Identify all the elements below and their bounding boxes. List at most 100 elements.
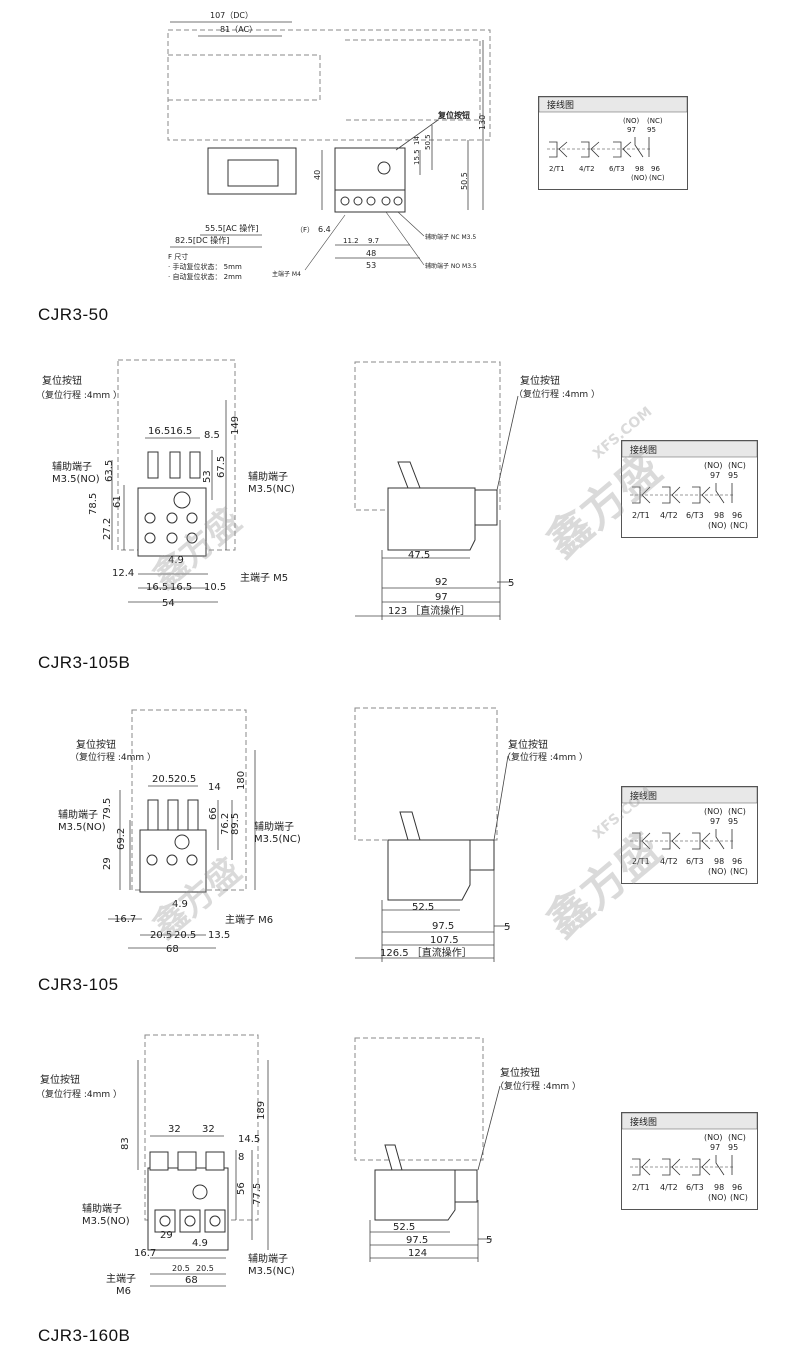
wiring-nc-bottom: (NC) bbox=[649, 174, 665, 182]
wiring-95: 95 bbox=[728, 817, 738, 826]
side-dim-52-5: 52.5 bbox=[393, 1222, 415, 1233]
side-dim-97-5: 97.5 bbox=[406, 1235, 428, 1246]
wiring-no-bottom: (NO) bbox=[631, 174, 647, 182]
main-terminal-spec: M6 bbox=[116, 1286, 131, 1297]
dim-83: 83 bbox=[120, 1137, 131, 1150]
side-reset-stroke: （复位行程 :4mm ） bbox=[502, 751, 588, 763]
wiring-t3: 6/T3 bbox=[686, 1183, 704, 1192]
side-reset-button: 复位按钮 bbox=[520, 374, 560, 387]
wiring-nc-top: (NC) bbox=[728, 461, 746, 470]
wiring-97: 97 bbox=[710, 817, 720, 826]
wiring-nc-top: (NC) bbox=[728, 1133, 746, 1142]
aux-no-label: 辅助端子 NO M3.5 bbox=[425, 262, 477, 270]
side-dim-97: 97 bbox=[435, 592, 448, 603]
dim-16-5b: 16.5 bbox=[170, 426, 192, 437]
wiring-t1: 2/T1 bbox=[632, 857, 650, 866]
side-dim-5: 5 bbox=[486, 1235, 492, 1246]
wiring-nc-bottom: (NC) bbox=[730, 867, 748, 876]
side-dc-op: 126.5 ［直流操作］ bbox=[380, 946, 472, 959]
wiring-title: 接线图 bbox=[630, 444, 657, 456]
dim-12-4: 12.4 bbox=[112, 568, 134, 579]
side-reset-stroke: （复位行程 :4mm ） bbox=[495, 1080, 581, 1092]
wiring-95: 95 bbox=[647, 126, 656, 134]
main-terminal-label: 主端子 M4 bbox=[272, 270, 301, 278]
dim-68: 68 bbox=[185, 1275, 198, 1286]
dim-14: 14 bbox=[208, 782, 221, 793]
dim-77-5: 77.5 bbox=[252, 1183, 263, 1205]
dim-40: 40 bbox=[313, 170, 322, 180]
f-size-title: F 尺寸 bbox=[168, 252, 188, 261]
dim-20-5b: 20.5 bbox=[196, 1264, 214, 1273]
wiring-98: 98 bbox=[714, 511, 724, 520]
wiring-no-top: (NO) bbox=[704, 807, 723, 816]
wiring-nc-top: (NC) bbox=[647, 117, 663, 125]
dim-10-5: 10.5 bbox=[204, 582, 226, 593]
wiring-nc-bottom: (NC) bbox=[730, 521, 748, 530]
dim-4-9: 4.9 bbox=[192, 1238, 208, 1249]
wiring-no-bottom: (NO) bbox=[708, 867, 727, 876]
wiring-98: 98 bbox=[635, 165, 644, 173]
dim-66: 66 bbox=[208, 807, 219, 820]
wiring-t1: 2/T1 bbox=[549, 165, 565, 173]
dim-16-5a: 16.5 bbox=[148, 426, 170, 437]
side-dim-97-5: 97.5 bbox=[432, 921, 454, 932]
reset-stroke: （复位行程 :4mm ） bbox=[36, 389, 122, 401]
main-terminal: 主端子 M6 bbox=[225, 913, 273, 926]
wiring-t1: 2/T1 bbox=[632, 511, 650, 520]
wiring-box-2: 接线图 (NO) (NC) 97 95 2/T1 4/T2 6/T3 98 96… bbox=[621, 440, 758, 538]
dim-67-5: 67.5 bbox=[216, 456, 227, 478]
wiring-no-top: (NO) bbox=[704, 1133, 723, 1142]
cjr3-50-front-drawing: 107（DC） 81（AC） 55.5[AC 操作] 82.5[DC 操作] （… bbox=[167, 11, 491, 281]
wiring-box-1: 接线图 (NO) (NC) 97 95 2/T1 4/T2 6/T3 98 96… bbox=[538, 96, 688, 190]
wiring-title: 接线图 bbox=[630, 1116, 657, 1128]
dim-63-5: 63.5 bbox=[104, 460, 115, 482]
dim-149: 149 bbox=[230, 416, 241, 435]
wiring-t2: 4/T2 bbox=[660, 511, 678, 520]
wiring-no-top: (NO) bbox=[704, 461, 723, 470]
dim-32a: 32 bbox=[168, 1124, 181, 1135]
dim-107-dc: 107（DC） bbox=[210, 11, 253, 20]
dim-54: 54 bbox=[162, 598, 175, 609]
dim-29: 29 bbox=[102, 857, 113, 870]
dim-130: 130 bbox=[478, 115, 487, 130]
cjr3-160b-side-drawing: 复位按钮 （复位行程 :4mm ） 52.5 97.5 5 124 bbox=[354, 1037, 581, 1262]
reset-button-label: 复位按钮 bbox=[437, 110, 470, 120]
side-reset-button: 复位按钮 bbox=[508, 738, 548, 751]
wiring-t2: 4/T2 bbox=[579, 165, 595, 173]
dim-20-5c: 20.5 bbox=[150, 930, 172, 941]
cjr3-105b-side-drawing: 复位按钮 （复位行程 :4mm ） 47.5 92 5 97 123 ［直流操作… bbox=[354, 361, 600, 620]
section-cjr3-105b: 复位按钮 （复位行程 :4mm ） 辅助端子 M3.5(NO) 辅助端子 M3.… bbox=[0, 340, 790, 680]
aux-right: 辅助端子 bbox=[254, 820, 294, 833]
dim-dc-op: 82.5[DC 操作] bbox=[175, 235, 229, 245]
f-manual: · 手动复位状态： 5mm bbox=[168, 262, 242, 271]
wiring-box-4: 接线图 (NO) (NC) 97 95 2/T1 4/T2 6/T3 98 96… bbox=[621, 1112, 758, 1210]
dim-20-5a: 20.5 bbox=[172, 1264, 190, 1273]
aux-right: 辅助端子 bbox=[248, 470, 288, 483]
dim-20-5a: 20.5 bbox=[152, 774, 174, 785]
dim-f: （F） bbox=[296, 226, 314, 234]
wiring-95: 95 bbox=[728, 471, 738, 480]
dim-20-5b: 20.5 bbox=[174, 774, 196, 785]
dim-76-2: 76.2 bbox=[220, 813, 231, 835]
wiring-t3: 6/T3 bbox=[686, 857, 704, 866]
reset-button: 复位按钮 bbox=[40, 1073, 80, 1086]
wiring-97: 97 bbox=[710, 471, 720, 480]
aux-left: 辅助端子 bbox=[58, 808, 98, 821]
dim-81-ac: 81（AC） bbox=[220, 25, 257, 34]
dim-48: 48 bbox=[366, 249, 376, 258]
section-cjr3-160b: 复位按钮 （复位行程 :4mm ） 辅助端子 M3.5(NO) 辅助端子 M3.… bbox=[0, 1020, 790, 1359]
dim-14-5: 14.5 bbox=[238, 1134, 260, 1145]
side-dim-52-5: 52.5 bbox=[412, 902, 434, 913]
aux-left: 辅助端子 bbox=[52, 460, 92, 473]
dim-4-9: 4.9 bbox=[172, 899, 188, 910]
aux-left-spec: M3.5(NO) bbox=[58, 822, 106, 833]
side-reset-stroke: （复位行程 :4mm ） bbox=[514, 388, 600, 400]
side-dim-124: 124 bbox=[408, 1248, 427, 1259]
dim-89-5: 89.5 bbox=[230, 813, 241, 835]
wiring-96: 96 bbox=[651, 165, 660, 173]
dim-50-5b: 50.5 bbox=[460, 172, 469, 190]
cjr3-105b-front-drawing: 复位按钮 （复位行程 :4mm ） 辅助端子 M3.5(NO) 辅助端子 M3.… bbox=[36, 359, 295, 609]
cjr3-105-side-drawing: 复位按钮 （复位行程 :4mm ） 52.5 97.5 5 107.5 126.… bbox=[354, 707, 588, 962]
f-auto: · 自动复位状态： 2mm bbox=[168, 272, 242, 281]
wiring-box-3: 接线图 (NO) (NC) 97 95 2/T1 4/T2 6/T3 98 96… bbox=[621, 786, 758, 884]
